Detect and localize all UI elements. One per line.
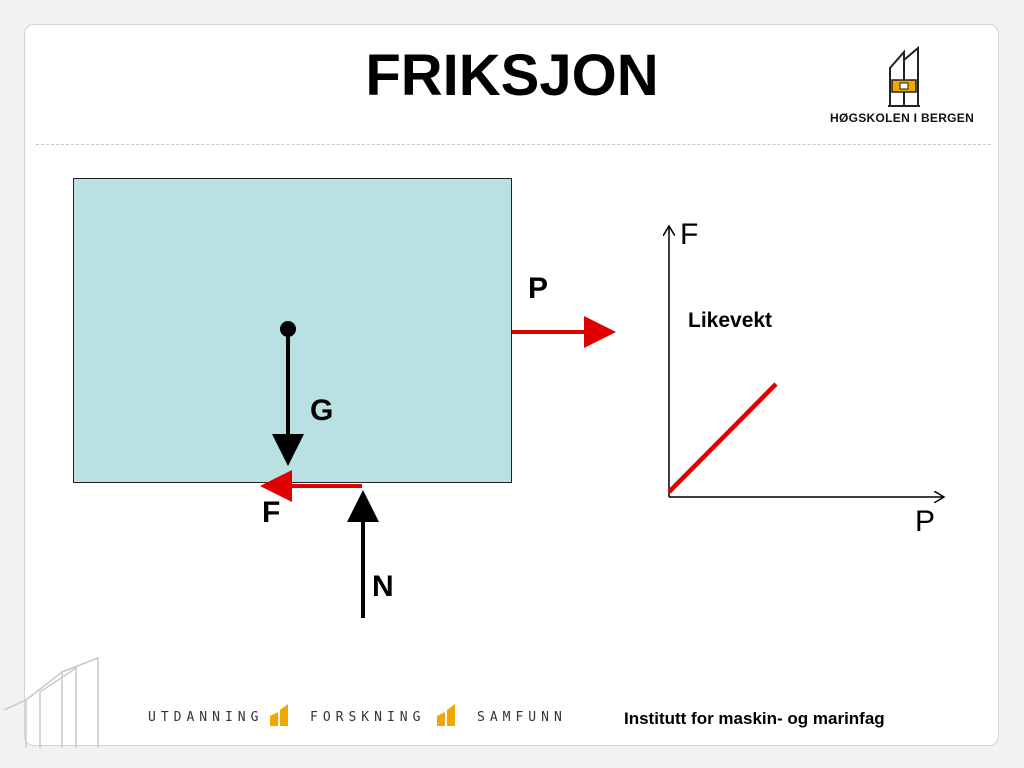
footer-word-samfunn: SAMFUNN bbox=[477, 710, 567, 725]
header-divider bbox=[36, 144, 991, 145]
graph-x-axis-label: P bbox=[915, 505, 936, 538]
force-f-label: F bbox=[262, 496, 281, 529]
footer-bar-icon bbox=[270, 704, 288, 726]
graph-y-axis-label: F bbox=[680, 218, 699, 251]
corner-outline-decoration bbox=[3, 656, 99, 748]
footer-word-utdanning: UTDANNING bbox=[148, 710, 264, 725]
footer-bar-icon bbox=[437, 704, 455, 726]
logo-text: HØGSKOLEN I BERGEN bbox=[830, 111, 975, 125]
slide-title: FRIKSJON bbox=[365, 43, 659, 108]
hib-logo-icon bbox=[888, 46, 920, 107]
equilibrium-label: Likevekt bbox=[688, 309, 773, 332]
force-p-label: P bbox=[528, 272, 549, 305]
footer-institute: Institutt for maskin- og marinfag bbox=[624, 709, 885, 728]
force-g-label: G bbox=[310, 394, 334, 427]
footer-word-forskning: FORSKNING bbox=[310, 710, 426, 725]
force-n-label: N bbox=[372, 570, 394, 603]
equilibrium-line bbox=[667, 382, 778, 494]
